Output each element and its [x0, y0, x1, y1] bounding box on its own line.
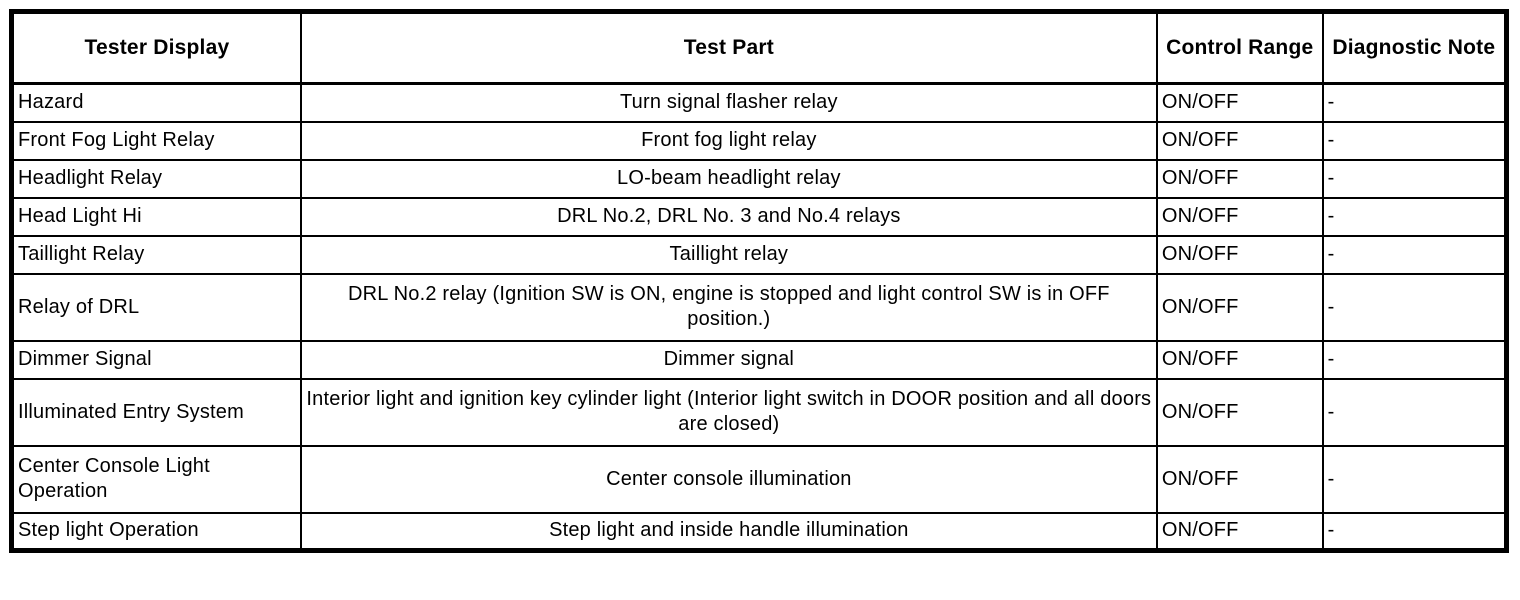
test-part-cell: Taillight relay — [299, 234, 1158, 275]
tester-display-cell: Step light Operation — [10, 511, 302, 552]
test-part-cell: Front fog light relay — [299, 120, 1158, 161]
diagnostic-note-cell: - — [1321, 511, 1508, 552]
diagnostic-note-cell: - — [1321, 444, 1508, 514]
table-row: Step light Operation Step light and insi… — [10, 511, 1508, 552]
control-range-cell: ON/OFF — [1155, 339, 1324, 380]
table-row: Relay of DRL DRL No.2 relay (Ignition SW… — [10, 272, 1508, 342]
table-row: Headlight Relay LO-beam headlight relay … — [10, 158, 1508, 199]
control-range-cell: ON/OFF — [1155, 234, 1324, 275]
tester-display-cell: Center Console Light Operation — [10, 444, 302, 514]
diagnostic-note-cell: - — [1321, 234, 1508, 275]
control-range-cell: ON/OFF — [1155, 444, 1324, 514]
tester-display-cell: Head Light Hi — [10, 196, 302, 237]
control-range-cell: ON/OFF — [1155, 272, 1324, 342]
column-header-control-range: Control Range — [1155, 10, 1324, 85]
test-part-cell: Interior light and ignition key cylinder… — [299, 377, 1158, 447]
tester-display-cell: Dimmer Signal — [10, 339, 302, 380]
control-range-cell: ON/OFF — [1155, 120, 1324, 161]
test-part-cell: Center console illumination — [299, 444, 1158, 514]
test-part-cell: DRL No.2, DRL No. 3 and No.4 relays — [299, 196, 1158, 237]
control-range-cell: ON/OFF — [1155, 377, 1324, 447]
test-part-cell: Dimmer signal — [299, 339, 1158, 380]
test-part-cell: LO-beam headlight relay — [299, 158, 1158, 199]
column-header-tester-display: Tester Display — [10, 10, 302, 85]
test-part-cell: Turn signal flasher relay — [299, 82, 1158, 123]
table-row: Head Light Hi DRL No.2, DRL No. 3 and No… — [10, 196, 1508, 237]
diagnostic-note-cell: - — [1321, 272, 1508, 342]
tester-display-cell: Front Fog Light Relay — [10, 120, 302, 161]
table-row: Illuminated Entry System Interior light … — [10, 377, 1508, 447]
diagnostic-note-cell: - — [1321, 82, 1508, 123]
control-range-cell: ON/OFF — [1155, 196, 1324, 237]
test-part-cell: Step light and inside handle illuminatio… — [299, 511, 1158, 552]
tester-display-cell: Headlight Relay — [10, 158, 302, 199]
diagnostic-note-cell: - — [1321, 120, 1508, 161]
tester-display-cell: Relay of DRL — [10, 272, 302, 342]
tester-display-cell: Hazard — [10, 82, 302, 123]
header-row: Tester Display Test Part Control Range D… — [10, 10, 1508, 85]
table-row: Hazard Turn signal flasher relay ON/OFF … — [10, 82, 1508, 123]
table-row: Center Console Light Operation Center co… — [10, 444, 1508, 514]
control-range-cell: ON/OFF — [1155, 82, 1324, 123]
diagnostic-note-cell: - — [1321, 339, 1508, 380]
column-header-diagnostic-note: Diagnostic Note — [1321, 10, 1508, 85]
diagnostic-note-cell: - — [1321, 158, 1508, 199]
tester-display-cell: Taillight Relay — [10, 234, 302, 275]
active-test-table: Tester Display Test Part Control Range D… — [9, 9, 1509, 553]
control-range-cell: ON/OFF — [1155, 158, 1324, 199]
test-part-cell: DRL No.2 relay (Ignition SW is ON, engin… — [299, 272, 1158, 342]
tester-display-cell: Illuminated Entry System — [10, 377, 302, 447]
page-body: Tester Display Test Part Control Range D… — [9, 9, 1509, 553]
table-row: Front Fog Light Relay Front fog light re… — [10, 120, 1508, 161]
diagnostic-note-cell: - — [1321, 196, 1508, 237]
control-range-cell: ON/OFF — [1155, 511, 1324, 552]
table-row: Taillight Relay Taillight relay ON/OFF - — [10, 234, 1508, 275]
column-header-test-part: Test Part — [299, 10, 1158, 85]
table-row: Dimmer Signal Dimmer signal ON/OFF - — [10, 339, 1508, 380]
diagnostic-note-cell: - — [1321, 377, 1508, 447]
